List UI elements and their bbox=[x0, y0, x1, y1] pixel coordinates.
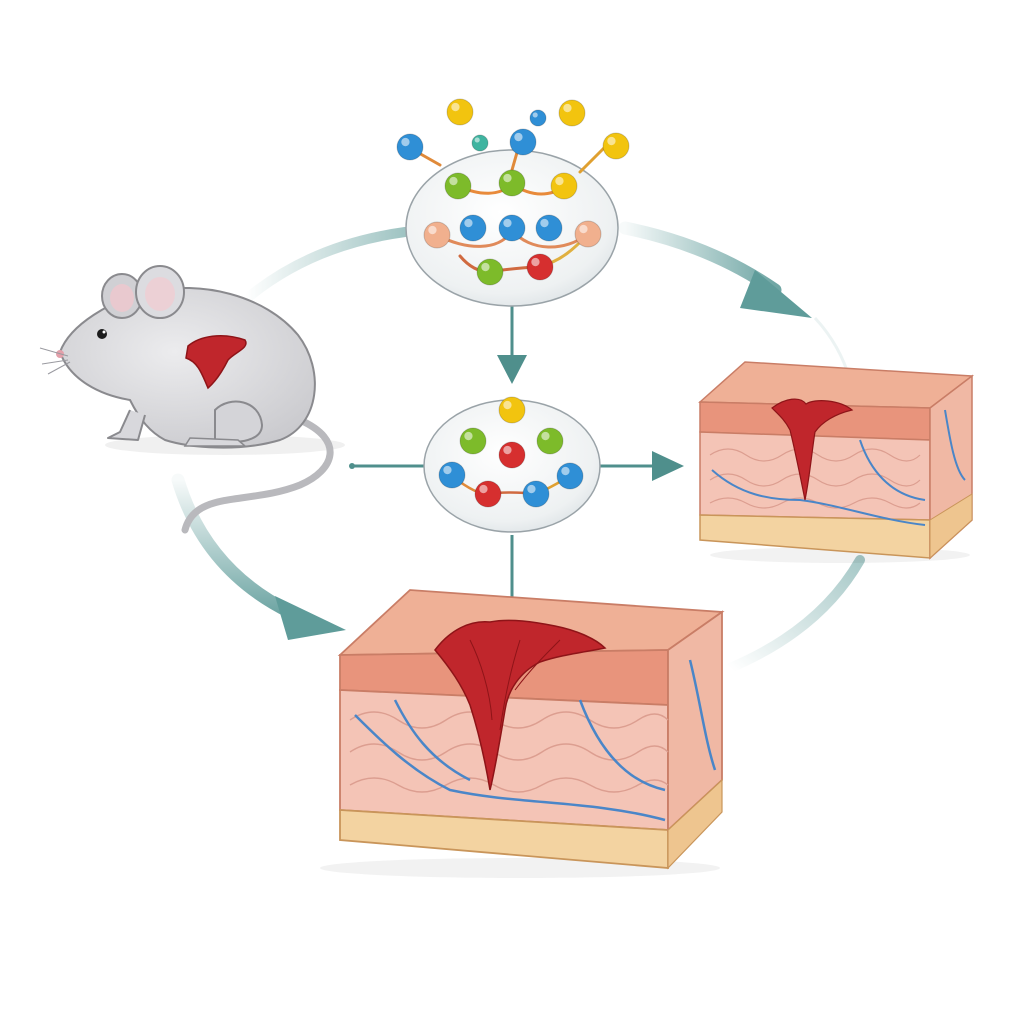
skin-large-cells bbox=[349, 711, 669, 793]
mouse-tail bbox=[181, 416, 334, 534]
mouse-eye-highlight bbox=[102, 330, 106, 334]
mouse-eye bbox=[97, 329, 107, 339]
skin-small-vessels bbox=[711, 409, 966, 526]
skin-small-dermis bbox=[699, 431, 931, 521]
molecule-top-highlight-4 bbox=[474, 137, 480, 143]
mouse-wound bbox=[185, 334, 247, 390]
skin-sample-small bbox=[698, 361, 975, 563]
molecule-mid-green-1 bbox=[459, 427, 487, 455]
molecule-top-yellow-6 bbox=[602, 132, 630, 160]
molecule-top-highlight-0 bbox=[451, 102, 460, 112]
molecule-mid-yellow-0 bbox=[498, 396, 526, 424]
molecule-top-highlight-2 bbox=[563, 103, 572, 113]
mouse-hind-leg bbox=[214, 400, 264, 443]
molecule-mid-blue-5 bbox=[556, 462, 584, 490]
molecule-capsule-icon bbox=[423, 396, 601, 533]
cycle-arrow-left bbox=[171, 473, 297, 619]
molecule-mid-highlight-5 bbox=[561, 466, 570, 476]
molecule-mid-highlight-0 bbox=[503, 400, 512, 410]
molecule-top-highlight-10 bbox=[428, 225, 437, 235]
molecule-top-highlight-16 bbox=[531, 257, 540, 267]
mouse-ear-inner-front bbox=[145, 277, 175, 311]
arrowhead-middle-to-small-skin bbox=[652, 451, 684, 481]
molecule-mid-red-6 bbox=[474, 480, 502, 508]
molecule-top-highlight-11 bbox=[464, 218, 473, 228]
connector-dot bbox=[349, 463, 355, 469]
skin-large-side-fat bbox=[667, 778, 723, 870]
arrowhead-top-to-middle bbox=[497, 355, 527, 384]
molecule-top-highlight-13 bbox=[540, 218, 549, 228]
skin-small-wound bbox=[771, 398, 854, 501]
molecule-top-highlight-7 bbox=[449, 176, 458, 186]
mouse-front-leg bbox=[107, 409, 146, 441]
molecule-top-highlight-5 bbox=[514, 132, 523, 142]
molecule-top-highlight-14 bbox=[579, 224, 588, 234]
molecule-top-peach-14 bbox=[574, 220, 602, 248]
molecule-top-yellow-0 bbox=[446, 98, 474, 126]
molecule-mid-highlight-3 bbox=[541, 431, 550, 441]
skin-sample-large bbox=[320, 589, 725, 878]
cycle-arrowhead-top-right bbox=[740, 270, 812, 318]
molecule-top-green-15 bbox=[476, 258, 504, 286]
cycle-arrow-top-left bbox=[240, 227, 410, 305]
molecule-top-peach-10 bbox=[423, 221, 451, 249]
molecule-top-highlight-6 bbox=[607, 136, 616, 146]
mouse-whiskers bbox=[39, 347, 71, 375]
molecule-top-yellow-2 bbox=[558, 99, 586, 127]
mouse-with-wound-icon bbox=[39, 265, 345, 534]
molecule-top-blue-3 bbox=[396, 133, 424, 161]
molecule-top-highlight-1 bbox=[532, 112, 538, 118]
mouse-hind-foot bbox=[183, 437, 248, 447]
molecule-mid-green-3 bbox=[536, 427, 564, 455]
molecules-top bbox=[396, 98, 630, 286]
molecule-mid-blue-4 bbox=[438, 461, 466, 489]
molecule-top-green-8 bbox=[498, 169, 526, 197]
molecule-top-highlight-3 bbox=[401, 137, 410, 147]
molecule-mid-blue-7 bbox=[522, 480, 550, 508]
molecules-middle bbox=[438, 396, 584, 508]
molecule-top-teal-4 bbox=[471, 134, 489, 152]
connectors bbox=[349, 305, 684, 612]
molecule-mid-highlight-4 bbox=[443, 465, 452, 475]
molecule-cluster-icon bbox=[396, 98, 630, 307]
skin-large-wound-texture bbox=[469, 639, 561, 731]
mouse-ear-inner-back bbox=[110, 284, 134, 312]
molecule-top-highlight-12 bbox=[503, 218, 512, 228]
skin-small-top-face bbox=[698, 361, 975, 409]
skin-large-vessels bbox=[354, 659, 717, 822]
cycle-arrow-bottom-right bbox=[725, 555, 865, 673]
mouse-body bbox=[58, 286, 316, 449]
molecule-top-yellow-9 bbox=[550, 172, 578, 200]
molecule-top-blue-13 bbox=[535, 214, 563, 242]
molecule-mid-highlight-2 bbox=[503, 445, 512, 455]
molecule-top-green-7 bbox=[444, 172, 472, 200]
molecule-top-blue-5 bbox=[509, 128, 537, 156]
cycle-arrows bbox=[171, 221, 865, 673]
molecule-mid-highlight-1 bbox=[464, 431, 473, 441]
molecule-top-blue-12 bbox=[498, 214, 526, 242]
molecule-mid-red-2 bbox=[498, 441, 526, 469]
molecule-top-blue-11 bbox=[459, 214, 487, 242]
molecule-top-red-16 bbox=[526, 253, 554, 281]
cycle-arrowhead-left bbox=[275, 596, 346, 640]
skin-small-side-fat bbox=[929, 493, 973, 560]
molecule-top-highlight-8 bbox=[503, 173, 512, 183]
molecule-top-highlight-9 bbox=[555, 176, 564, 186]
molecule-top-blue-1 bbox=[529, 109, 547, 127]
molecule-mid-highlight-7 bbox=[527, 484, 536, 494]
molecule-top-highlight-15 bbox=[481, 262, 490, 272]
molecule-mid-highlight-6 bbox=[479, 484, 488, 494]
